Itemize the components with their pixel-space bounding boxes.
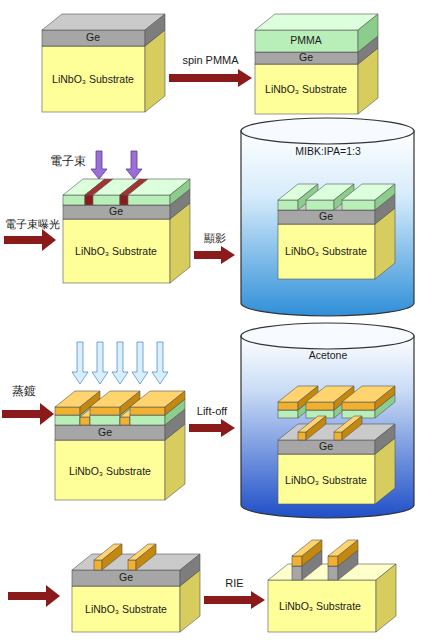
arrow-label: 顯影 [204,232,226,244]
evaporation-arrow [112,342,128,384]
wafer-stack: GeLiNbO₃ Substrate [278,184,396,280]
layer-label: LiNbO₃ Substrate [279,601,361,613]
layer-stack-drawing [255,14,379,115]
electron-beam-arrow [126,151,142,179]
layer-stack-drawing [278,386,396,506]
layer-label: Ge [109,206,123,218]
process-arrow [204,596,251,604]
layer-label: LiNbO₃ Substrate [69,466,151,478]
layer-label: LiNbO₃ Substrate [265,84,347,96]
layer-label: Ge [86,32,100,44]
step-label: 電子束 [50,155,86,168]
wafer-stack: GeLiNbO₃ Substrate [55,390,186,501]
electron-beam-arrow [91,151,107,179]
layer-label: Ge [98,427,112,439]
process-arrow [189,424,221,432]
process-arrow [4,229,56,251]
layer-label: Acetone [309,350,348,362]
layer-label: Ge [319,211,333,223]
evaporation-arrow [132,342,148,384]
layer-stack-drawing [268,540,397,633]
evaporation-arrow [152,342,168,384]
layer-label: LiNbO₃ Substrate [285,475,367,487]
step-label: 蒸鍍 [12,385,36,398]
layer-stack-drawing [72,544,201,633]
layer-label: LiNbO₃ Substrate [285,246,367,258]
layer-stack-drawing [42,14,166,114]
wafer-stack: GeLiNbO₃ Substrate [63,179,191,284]
layer-stack-drawing [63,179,191,284]
wafer-stack: GeLiNbO₃ Substrate [72,544,201,633]
layer-label: Ge [299,52,313,64]
beaker: AcetoneGeLiNbO₃ Substrate [238,322,418,522]
layer-label: MIBK:IPA=1:3 [295,146,360,158]
wafer-stack: PMMA GeLiNbO₃ Substrate [255,14,379,115]
arrow-label: RIE [225,577,243,589]
layer-label: Ge [119,572,133,584]
beaker: MIBK:IPA=1:3GeLiNbO₃ Substrate [238,116,418,320]
process-arrow [8,585,60,607]
wafer-stack: GeLiNbO₃ Substrate [278,386,396,506]
evaporation-arrow [72,342,88,384]
layer-label: PMMA [290,35,322,47]
wafer-stack: LiNbO₃ Substrate [268,540,397,633]
layer-label: LiNbO₃ Substrate [52,74,134,86]
layer-label: LiNbO₃ Substrate [75,246,157,258]
step-label: 電子束曝光 [5,218,60,230]
process-arrow [194,251,221,259]
layer-stack-drawing [278,184,396,280]
process-arrow [169,74,238,82]
layer-label: Ge [319,441,333,453]
arrow-label: spin PMMA [182,54,238,66]
layer-stack-drawing [55,390,186,501]
layer-label: LiNbO₃ Substrate [85,604,167,616]
evaporation-arrow [92,342,108,384]
arrow-label: Lift-off [197,405,227,417]
wafer-stack: GeLiNbO₃ Substrate [42,14,166,114]
process-arrow [2,403,54,425]
